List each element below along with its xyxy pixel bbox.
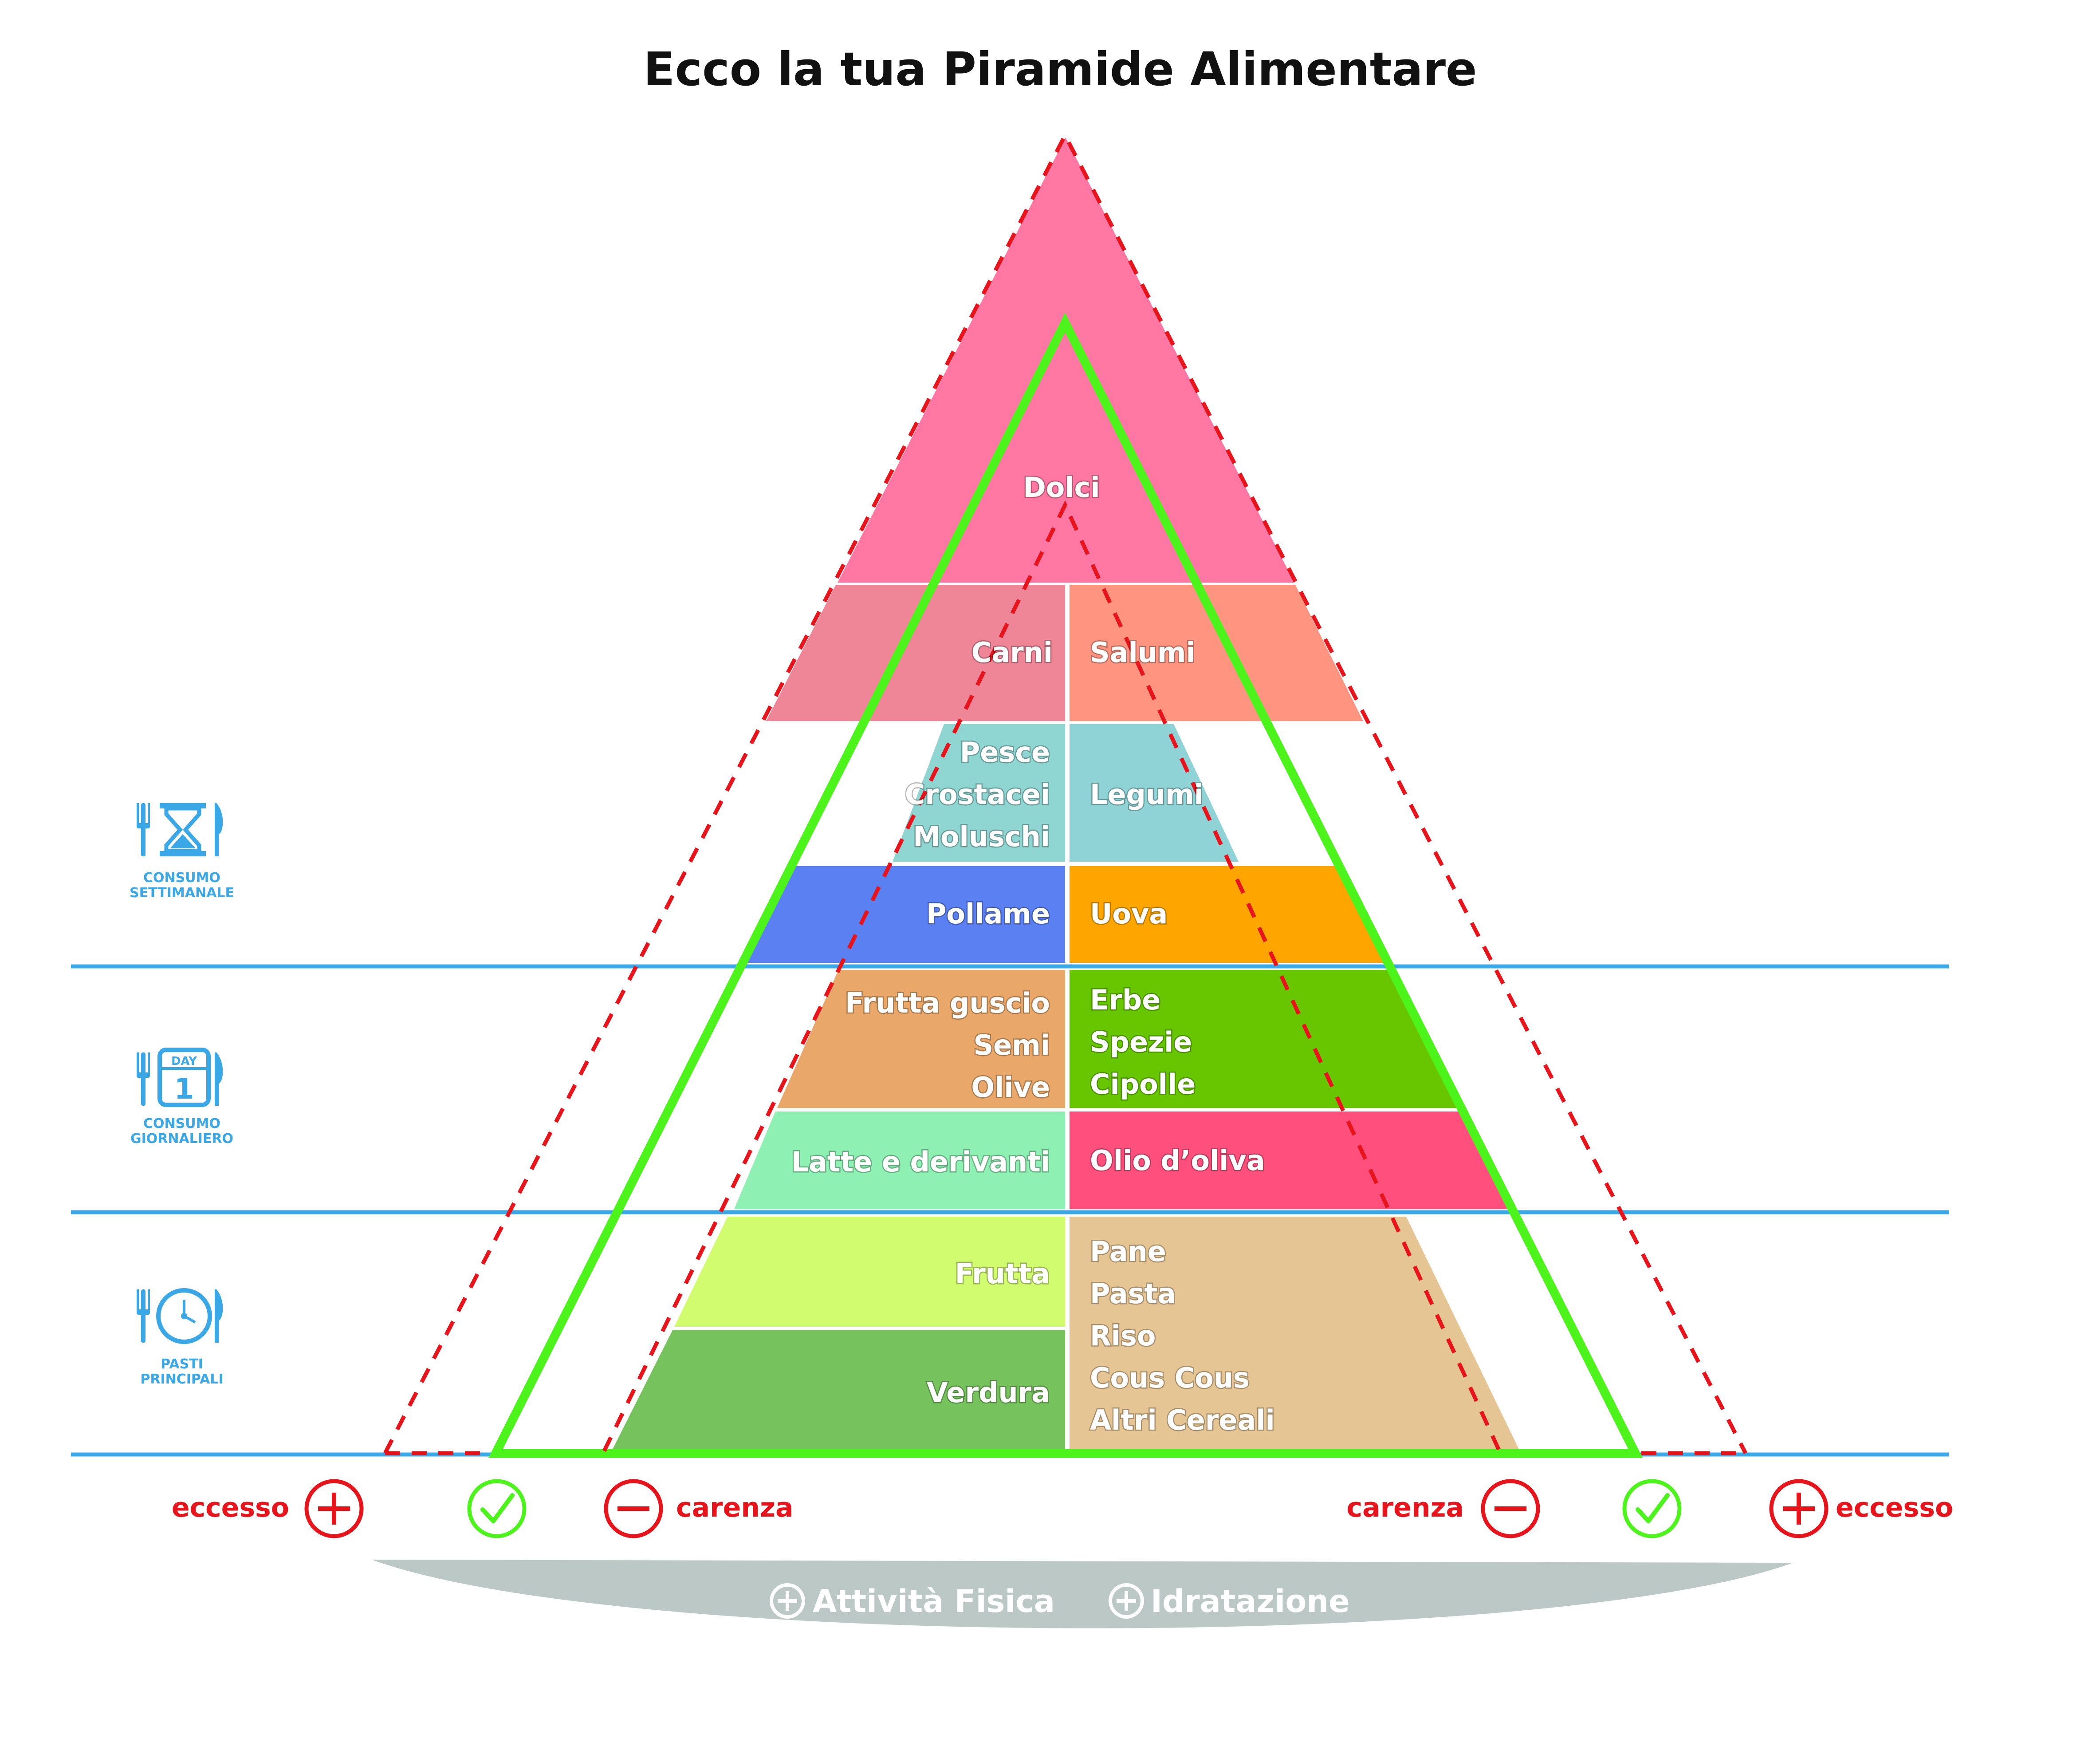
meals-label-line1: PASTI (161, 1356, 203, 1372)
legend-deficiency-right: carenza (1347, 1492, 1464, 1523)
label-pasta: Pasta (1090, 1277, 1176, 1310)
label-carni: Carni (971, 636, 1053, 669)
check-circle-icon (1622, 1479, 1682, 1538)
weekly-label-line2: SETTIMANALE (130, 885, 234, 901)
label-uova: Uova (1090, 898, 1168, 930)
clock-icon (156, 1288, 212, 1344)
tolerance-dashed-lines (383, 131, 1747, 1455)
knife-icon (215, 1052, 223, 1106)
minus-circle-icon (1481, 1479, 1540, 1538)
calendar-day-label: DAY (171, 1055, 197, 1068)
tier-uova (1070, 866, 1383, 963)
knife-icon (215, 1289, 223, 1343)
fork-icon (137, 1289, 150, 1343)
tier-pesce (893, 724, 1065, 862)
legend-excess-right: eccesso (1836, 1492, 1953, 1523)
pyramid-labels: Dolci Carni Salumi Pesce Crostacei Molus… (790, 470, 1276, 1438)
plus-circle-icon (1109, 1583, 1144, 1619)
label-dolci: Dolci (1023, 471, 1100, 504)
meals-label-line2: PRINCIPALI (140, 1372, 223, 1387)
plus-circle-icon (304, 1479, 364, 1538)
plus-circle-icon (770, 1583, 805, 1619)
calendar-day-number: 1 (174, 1073, 194, 1106)
label-crostacei: Crostacei (905, 778, 1050, 811)
label-riso: Riso (1090, 1320, 1156, 1352)
tier-verdura (612, 1330, 1065, 1450)
label-frutta: Frutta (955, 1257, 1050, 1290)
label-legumi: Legumi (1090, 778, 1203, 811)
label-salumi: Salumi (1090, 636, 1196, 669)
minus-circle-icon (604, 1479, 663, 1538)
base-shape (372, 1560, 1793, 1628)
hourglass-icon (160, 803, 206, 856)
legend-excess-left: eccesso (172, 1492, 289, 1523)
tier-frutta-guscio (777, 970, 1065, 1108)
knife-icon (215, 803, 223, 856)
base-platform: Attività Fisica Idratazione (372, 1560, 1793, 1628)
fork-icon (137, 803, 150, 856)
label-altri-cereali: Altri Cereali (1090, 1404, 1275, 1436)
weekly-label-line1: CONSUMO (143, 870, 220, 886)
tier-erbe (1070, 970, 1460, 1108)
daily-label-line1: CONSUMO (143, 1116, 220, 1131)
calendar-icon: DAY 1 (157, 1048, 211, 1107)
label-pane: Pane (1090, 1235, 1166, 1268)
deficiency-dashed-outline (602, 500, 1502, 1452)
label-cous-cous: Cous Cous (1090, 1362, 1250, 1394)
check-circle-icon (467, 1479, 527, 1538)
label-pesce: Pesce (960, 736, 1050, 769)
base-item-idratazione: Idratazione (1151, 1583, 1350, 1620)
tier-cereali (1070, 1217, 1519, 1450)
label-moluschi: Moluschi (913, 820, 1050, 853)
legend-deficiency-left: carenza (676, 1492, 793, 1523)
tier-pollame (747, 866, 1065, 963)
label-cipolle: Cipolle (1090, 1068, 1196, 1100)
legend-row: eccesso carenza carenza ecces (172, 1479, 1953, 1538)
daily-consumption-group: DAY 1 CONSUMO GIORNALIERO (130, 1048, 233, 1147)
tier-carni (766, 585, 1065, 721)
page-title: Ecco la tua Piramide Alimentare (643, 42, 1477, 96)
ideal-pyramid-outline (488, 312, 1643, 1458)
tier-top-dolci (838, 138, 1294, 583)
label-verdura: Verdura (927, 1376, 1050, 1409)
tier-olio (1070, 1111, 1510, 1209)
label-olio: Olio d’oliva (1090, 1144, 1265, 1177)
tier-latte (734, 1111, 1065, 1209)
label-pollame: Pollame (926, 898, 1050, 930)
daily-label-line2: GIORNALIERO (130, 1131, 233, 1147)
label-semi: Semi (973, 1029, 1050, 1061)
base-item-attivita-fisica: Attività Fisica (813, 1583, 1055, 1620)
label-spezie: Spezie (1090, 1026, 1192, 1058)
fork-icon (137, 1052, 150, 1106)
meals-group: PASTI PRINCIPALI (137, 1288, 224, 1387)
tier-legumi (1070, 724, 1239, 862)
tier-frutta (674, 1217, 1065, 1327)
label-erbe: Erbe (1090, 984, 1160, 1016)
label-olive: Olive (971, 1071, 1050, 1104)
tier-salumi (1070, 585, 1363, 721)
weekly-consumption-group: CONSUMO SETTIMANALE (130, 803, 234, 901)
plus-circle-icon (1769, 1479, 1829, 1538)
label-frutta-guscio: Frutta guscio (845, 987, 1050, 1019)
label-latte: Latte e derivanti (791, 1146, 1050, 1178)
